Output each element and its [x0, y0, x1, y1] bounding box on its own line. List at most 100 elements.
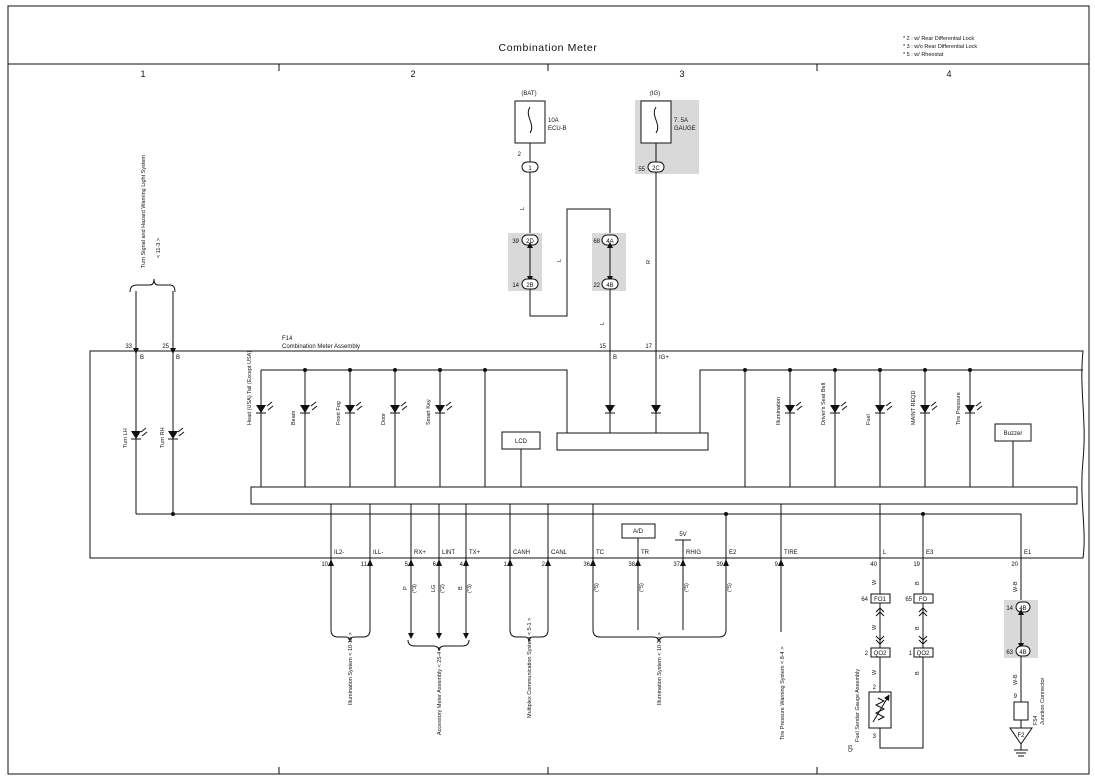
led-icon [785, 405, 795, 413]
ig-connector-label: 2C [652, 166, 660, 172]
wire-color-w: W [872, 579, 878, 585]
lamp-label: Driver's Seat Belt [821, 382, 827, 425]
led-icon [920, 405, 930, 413]
indicator-lamp-right-0: Illumination [776, 397, 803, 425]
led-icon [390, 405, 400, 413]
terminal-rx-: RX+5 [405, 550, 427, 568]
indicator-driver [556, 432, 709, 451]
terminal-pin: 39 [716, 562, 723, 568]
conn-qo2-label: QO2 [917, 651, 930, 657]
led-icon [875, 405, 885, 413]
terminal-name: CANH [513, 550, 530, 556]
system-labels: Illumination System < 10-15 > Accessory … [348, 618, 786, 740]
indicator-lamp-left-2: Front Fog [336, 401, 363, 425]
wire-color-b: B [915, 671, 921, 675]
conn-fo-label: FO [919, 597, 928, 603]
turn-pin-rh: 25 [162, 344, 169, 350]
pin-22: 22 [593, 283, 600, 289]
meter-outline [89, 350, 1085, 559]
note-star-5: (*5) [727, 583, 733, 592]
page-title: Combination Meter [499, 42, 598, 54]
pin-63: 63 [1006, 650, 1013, 656]
wire-color-b: B [140, 355, 144, 361]
turn-rh-label: Turn RH [160, 427, 166, 448]
terminal-pin: 2 [542, 562, 546, 568]
led-icon [300, 405, 310, 413]
terminal-tx-: TX+4 [460, 550, 481, 568]
pin-68: 68 [593, 239, 600, 245]
terminal-pin: 36 [583, 562, 590, 568]
lamp-label: Door [381, 413, 387, 425]
bat-pin: 2 [518, 152, 522, 158]
note-3: * 3 : w/o Rear Differential Lock [903, 44, 977, 50]
column-3: 3 [679, 69, 684, 79]
multiplex-system-label: Multiplex Communication System < 5-1 > [527, 618, 533, 718]
terminal-pin: 5 [405, 562, 409, 568]
conn-2d: 2D [526, 239, 534, 245]
conn-4b-bottom: 4B [1019, 650, 1026, 656]
indicator-lamp-left-3: Door [381, 401, 408, 425]
terminal-name: RHIG [686, 550, 701, 556]
bottom-terminals: IL2-10ILL-11RX+5LINT6TX+4CANH1CANL2TC36T… [321, 550, 1032, 568]
terminal-pin: 9 [775, 562, 779, 568]
ground-triangle-icon [1009, 727, 1033, 745]
terminal-pin: 4 [460, 562, 464, 568]
note-star-3: (*3) [412, 584, 418, 593]
wire-color-lg: LG [431, 585, 437, 592]
fuse-icon [527, 106, 533, 134]
turn-signal-feed: Turn Signal and Hazard Warning Light Sys… [125, 155, 176, 354]
bottom-wiring: P LG B (*3) (*2) (*3) (*5) (*5) (*5) (*5… [330, 504, 1022, 652]
illumination-system-label: Illumination System < 10-15 > [348, 632, 354, 705]
indicator-lamp-right-2: Fuel [866, 401, 893, 425]
ig-source-label: (IG) [650, 91, 660, 97]
buzzer-label: Buzzer [1004, 431, 1023, 437]
lamp-label: Head (USA) Tail (Except USA) [247, 351, 253, 425]
wire-color-l: L [520, 207, 526, 210]
upper-wiring: L 2D 39 2B 14 L 4A 68 4B 22 L R [508, 172, 657, 351]
wire-color-p: P [403, 586, 409, 590]
led-icon [830, 405, 840, 413]
junction-connector [1013, 701, 1029, 721]
indicator-lamp-left-1: Beam [291, 401, 318, 425]
terminal-name: E3 [926, 550, 934, 556]
wire-color-l: L [600, 322, 606, 325]
wire-color-b: B [613, 355, 617, 361]
note-star-5: (*5) [684, 583, 690, 592]
terminal-name: L [883, 550, 887, 556]
fuse-gauge: (IG) 7. 5A GAUGE 55 2C [635, 91, 699, 174]
terminal-pin: 20 [1011, 562, 1018, 568]
terminal-name: E2 [729, 550, 737, 556]
wire-color-b: B [915, 626, 921, 630]
turn-system-ref: < 11-3 > [156, 238, 162, 258]
combination-meter-assembly: F14 Combination Meter Assembly B B 15 17… [89, 336, 1085, 559]
lamp-label: Beam [291, 410, 297, 425]
fuse-ecu-b: (BAT) 10A ECU-B 2 1 [514, 91, 567, 173]
ig-pin: 55 [638, 167, 645, 173]
terminal-name: ILL- [373, 550, 383, 556]
ig-fuse-rating: 7. 5A [674, 118, 688, 124]
terminal-e3: E3 19 [913, 550, 934, 568]
conn-4b-top: 4B [1019, 606, 1026, 612]
terminal-pin: 40 [870, 562, 877, 568]
terminal-pin: 37 [673, 562, 680, 568]
fuel-sender-name: Fuel Sender Gauge Assembly [855, 669, 861, 742]
led-icon [965, 405, 975, 413]
terminal-l: L 40 [870, 550, 887, 568]
pin-39: 39 [512, 239, 519, 245]
conn-4a: 4A [606, 239, 613, 245]
terminal-name: LINT [442, 550, 455, 556]
terminal-name: IL2- [334, 550, 344, 556]
five-volt-label: 5V [679, 532, 686, 538]
note-star-2: (*2) [440, 584, 446, 593]
bat-fuse-name: ECU-B [548, 126, 567, 132]
lamp-label: Tire Pressure [956, 392, 962, 425]
terminal-pin: 19 [913, 562, 920, 568]
internal-bus [250, 486, 1078, 505]
lcd-label: LCD [515, 439, 528, 445]
led-icon [345, 405, 355, 413]
terminal-ill-: ILL-11 [361, 550, 384, 568]
